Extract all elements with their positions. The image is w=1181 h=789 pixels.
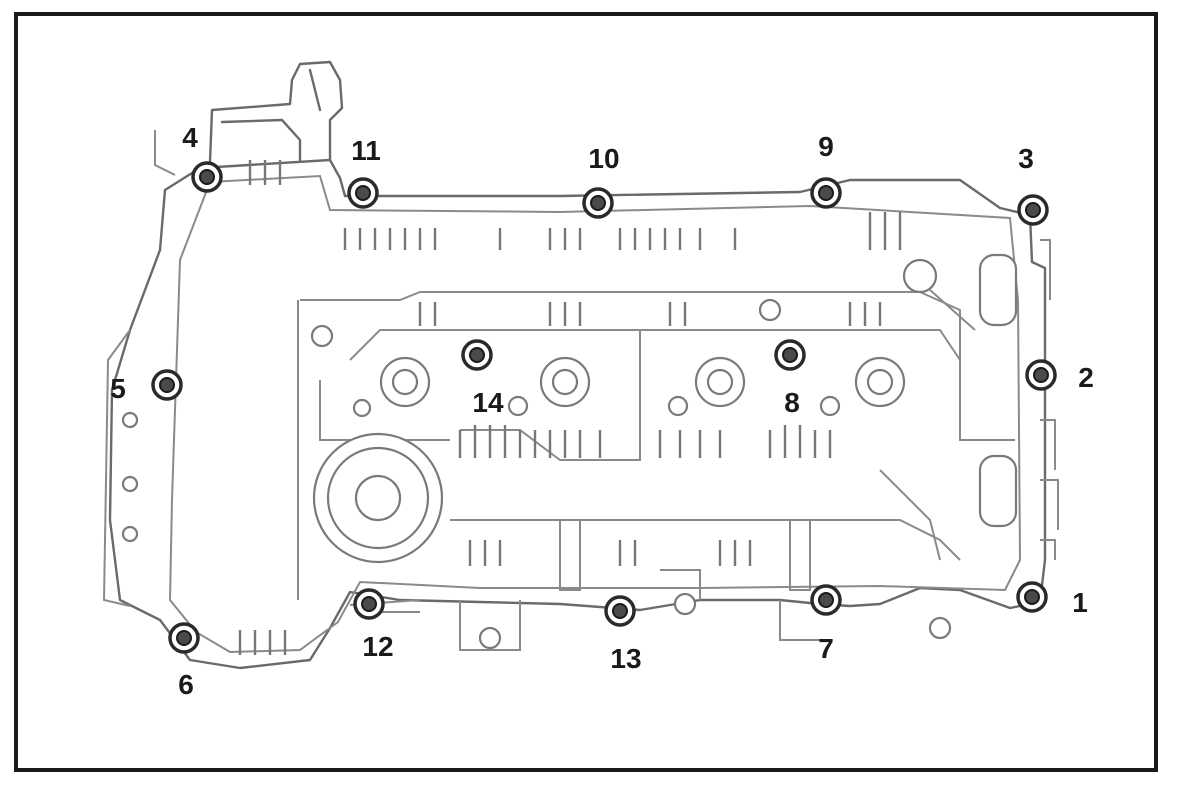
bolt-9 bbox=[810, 177, 842, 209]
bolt-label-1: 1 bbox=[1072, 587, 1088, 618]
bolt-2 bbox=[1025, 359, 1057, 391]
inner-deck bbox=[297, 291, 1015, 600]
bolt-6 bbox=[168, 622, 200, 654]
bolt-7 bbox=[810, 584, 842, 616]
small-bosses bbox=[121, 253, 1018, 650]
bolt-labels: 1 2 3 4 5 6 7 8 9 10 11 12 13 14 bbox=[110, 122, 1094, 700]
bolt-label-4: 4 bbox=[182, 122, 198, 153]
bolt-label-11: 11 bbox=[351, 135, 381, 166]
bolt-11 bbox=[347, 177, 379, 209]
bolt-label-7: 7 bbox=[818, 633, 834, 664]
bolt-label-10: 10 bbox=[588, 143, 619, 174]
bolt-label-2: 2 bbox=[1078, 362, 1094, 393]
lower-rail bbox=[349, 520, 830, 651]
bolt-label-13: 13 bbox=[610, 643, 641, 674]
figure-border bbox=[14, 12, 1158, 772]
bolt-4 bbox=[191, 161, 223, 193]
bolt-group bbox=[151, 161, 1057, 654]
spark-plug-bosses bbox=[379, 356, 906, 408]
right-harness bbox=[879, 239, 1059, 561]
bolt-label-3: 3 bbox=[1018, 143, 1034, 174]
bolt-label-9: 9 bbox=[818, 131, 834, 162]
bolt-8 bbox=[774, 339, 806, 371]
bolt-14 bbox=[461, 339, 493, 371]
bolt-label-14: 14 bbox=[472, 387, 504, 418]
bolt-12 bbox=[353, 588, 385, 620]
left-flange bbox=[102, 130, 176, 607]
bolt-label-12: 12 bbox=[362, 631, 393, 662]
bolt-label-5: 5 bbox=[110, 373, 126, 404]
cover-outline bbox=[108, 158, 1047, 670]
bolt-1 bbox=[1016, 581, 1048, 613]
breather-connector bbox=[208, 60, 344, 164]
bolt-13 bbox=[604, 595, 636, 627]
oil-filler-cap bbox=[312, 432, 444, 564]
bolt-label-6: 6 bbox=[178, 669, 194, 700]
bolt-5 bbox=[151, 369, 183, 401]
bolt-label-8: 8 bbox=[784, 387, 800, 418]
bolt-10 bbox=[582, 187, 614, 219]
ribs bbox=[238, 160, 902, 655]
bolt-3 bbox=[1017, 194, 1049, 226]
